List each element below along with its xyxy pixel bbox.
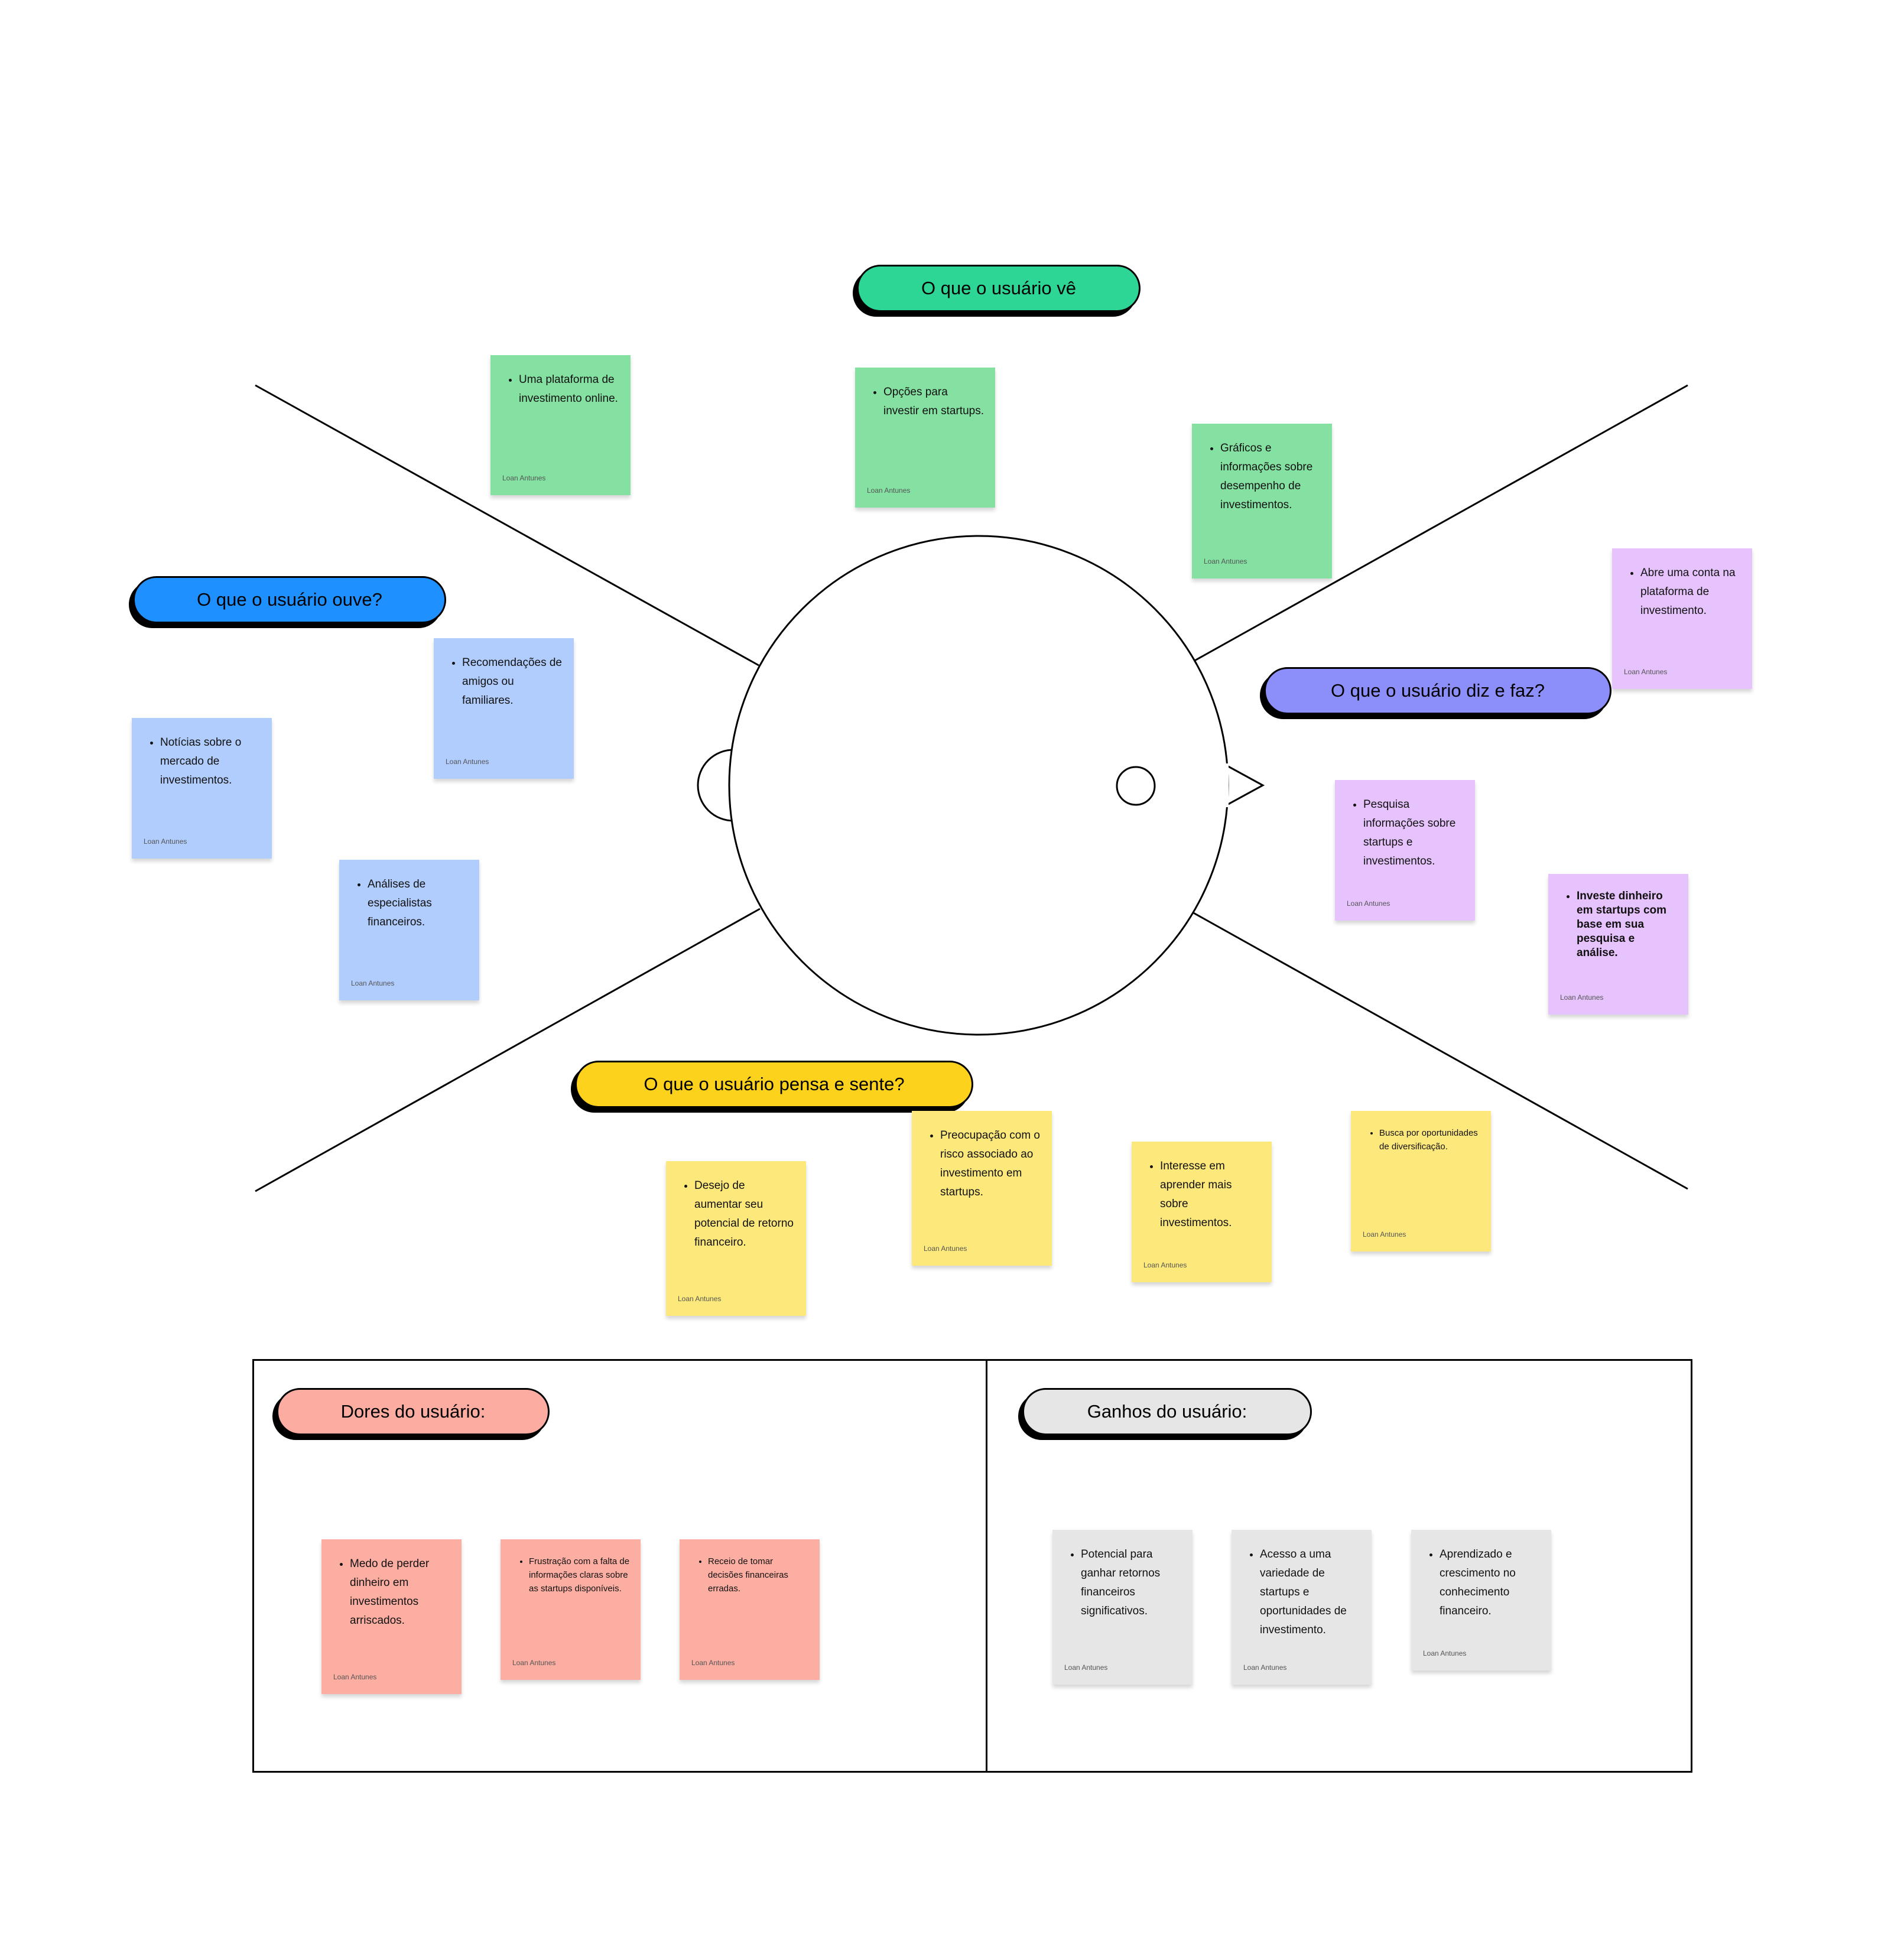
head-eye xyxy=(1116,766,1156,806)
note-text: Busca por oportunidades de diversificaçã… xyxy=(1379,1126,1480,1153)
divider-line-top-left xyxy=(255,384,759,667)
note-author: Loan Antunes xyxy=(1363,1230,1406,1239)
heading-gains: Ganhos do usuário: xyxy=(1022,1388,1312,1435)
sticky-note-sees-2[interactable]: Opções para investir em startups. Loan A… xyxy=(855,368,995,508)
note-author: Loan Antunes xyxy=(351,979,395,987)
note-author: Loan Antunes xyxy=(1143,1261,1187,1269)
note-text: Uma plataforma de investimento online. xyxy=(519,370,620,408)
sticky-note-sees-3[interactable]: Gráficos e informações sobre desempenho … xyxy=(1192,424,1332,578)
sticky-note-does-3[interactable]: Investe dinheiro em startups com base em… xyxy=(1548,874,1688,1015)
sticky-note-gains-2[interactable]: Acesso a uma variedade de startups e opo… xyxy=(1232,1530,1372,1685)
note-text: Aprendizado e crescimento no conheciment… xyxy=(1440,1545,1541,1621)
note-author: Loan Antunes xyxy=(512,1659,556,1667)
sticky-note-hears-2[interactable]: Notícias sobre o mercado de investimento… xyxy=(132,718,272,859)
divider-line-bottom-right xyxy=(1192,911,1688,1190)
note-text: Receio de tomar decisões financeiras err… xyxy=(708,1555,809,1595)
note-author: Loan Antunes xyxy=(333,1673,377,1681)
note-author: Loan Antunes xyxy=(1204,557,1247,565)
note-author: Loan Antunes xyxy=(1423,1649,1467,1657)
note-author: Loan Antunes xyxy=(867,486,911,495)
note-text: Potencial para ganhar retornos financeir… xyxy=(1081,1545,1182,1621)
sticky-note-hears-3[interactable]: Análises de especialistas financeiros. L… xyxy=(339,860,479,1000)
note-text: Abre uma conta na plataforma de investim… xyxy=(1640,564,1741,620)
note-text: Acesso a uma variedade de startups e opo… xyxy=(1260,1545,1361,1640)
sticky-note-hears-1[interactable]: Recomendações de amigos ou familiares. L… xyxy=(434,638,574,779)
note-text: Pesquisa informações sobre startups e in… xyxy=(1363,795,1464,871)
note-author: Loan Antunes xyxy=(1243,1663,1287,1672)
sticky-note-thinks-3[interactable]: Interesse em aprender mais sobre investi… xyxy=(1132,1142,1272,1282)
sticky-note-pains-3[interactable]: Receio de tomar decisões financeiras err… xyxy=(680,1539,820,1680)
heading-hears: O que o usuário ouve? xyxy=(133,576,446,623)
note-text: Recomendações de amigos ou familiares. xyxy=(462,654,563,710)
note-text: Frustração com a falta de informações cl… xyxy=(529,1555,630,1595)
note-text: Gráficos e informações sobre desempenho … xyxy=(1220,439,1321,515)
pains-gains-divider xyxy=(986,1361,987,1771)
sticky-note-thinks-2[interactable]: Preocupação com o risco associado ao inv… xyxy=(912,1111,1052,1266)
note-text: Notícias sobre o mercado de investimento… xyxy=(160,733,261,790)
note-author: Loan Antunes xyxy=(502,474,546,482)
sticky-note-gains-1[interactable]: Potencial para ganhar retornos financeir… xyxy=(1052,1530,1193,1685)
note-text: Medo de perder dinheiro em investimentos… xyxy=(350,1555,451,1630)
sticky-note-does-1[interactable]: Abre uma conta na plataforma de investim… xyxy=(1612,548,1752,689)
note-author: Loan Antunes xyxy=(1347,899,1390,908)
heading-says-does: O que o usuário diz e faz? xyxy=(1264,667,1611,714)
divider-line-top-right xyxy=(1192,384,1688,663)
note-text: Interesse em aprender mais sobre investi… xyxy=(1160,1157,1261,1233)
sticky-note-pains-2[interactable]: Frustração com a falta de informações cl… xyxy=(501,1539,641,1680)
note-author: Loan Antunes xyxy=(924,1244,967,1253)
sticky-note-gains-3[interactable]: Aprendizado e crescimento no conheciment… xyxy=(1411,1530,1551,1670)
sticky-note-sees-1[interactable]: Uma plataforma de investimento online. L… xyxy=(490,355,631,495)
note-author: Loan Antunes xyxy=(1624,668,1668,676)
heading-thinks-feels: O que o usuário pensa e sente? xyxy=(575,1061,973,1108)
note-text: Investe dinheiro em startups com base em… xyxy=(1577,889,1678,960)
note-author: Loan Antunes xyxy=(1064,1663,1108,1672)
note-text: Preocupação com o risco associado ao inv… xyxy=(940,1126,1041,1202)
sticky-note-does-2[interactable]: Pesquisa informações sobre startups e in… xyxy=(1335,780,1475,921)
heading-sees: O que o usuário vê xyxy=(857,265,1141,312)
note-author: Loan Antunes xyxy=(678,1295,722,1303)
note-text: Opções para investir em startups. xyxy=(883,383,985,421)
note-text: Análises de especialistas financeiros. xyxy=(368,875,469,932)
note-author: Loan Antunes xyxy=(691,1659,735,1667)
note-author: Loan Antunes xyxy=(446,758,489,766)
note-text: Desejo de aumentar seu potencial de reto… xyxy=(694,1176,795,1252)
pains-gains-box xyxy=(252,1359,1692,1773)
note-author: Loan Antunes xyxy=(1560,993,1604,1002)
sticky-note-pains-1[interactable]: Medo de perder dinheiro em investimentos… xyxy=(321,1539,462,1694)
sticky-note-thinks-1[interactable]: Desejo de aumentar seu potencial de reto… xyxy=(666,1161,806,1316)
note-author: Loan Antunes xyxy=(144,837,187,846)
sticky-note-thinks-4[interactable]: Busca por oportunidades de diversificaçã… xyxy=(1351,1111,1491,1252)
divider-line-bottom-left xyxy=(255,908,761,1192)
heading-pains: Dores do usuário: xyxy=(277,1388,550,1435)
head-outline xyxy=(697,535,1265,1036)
